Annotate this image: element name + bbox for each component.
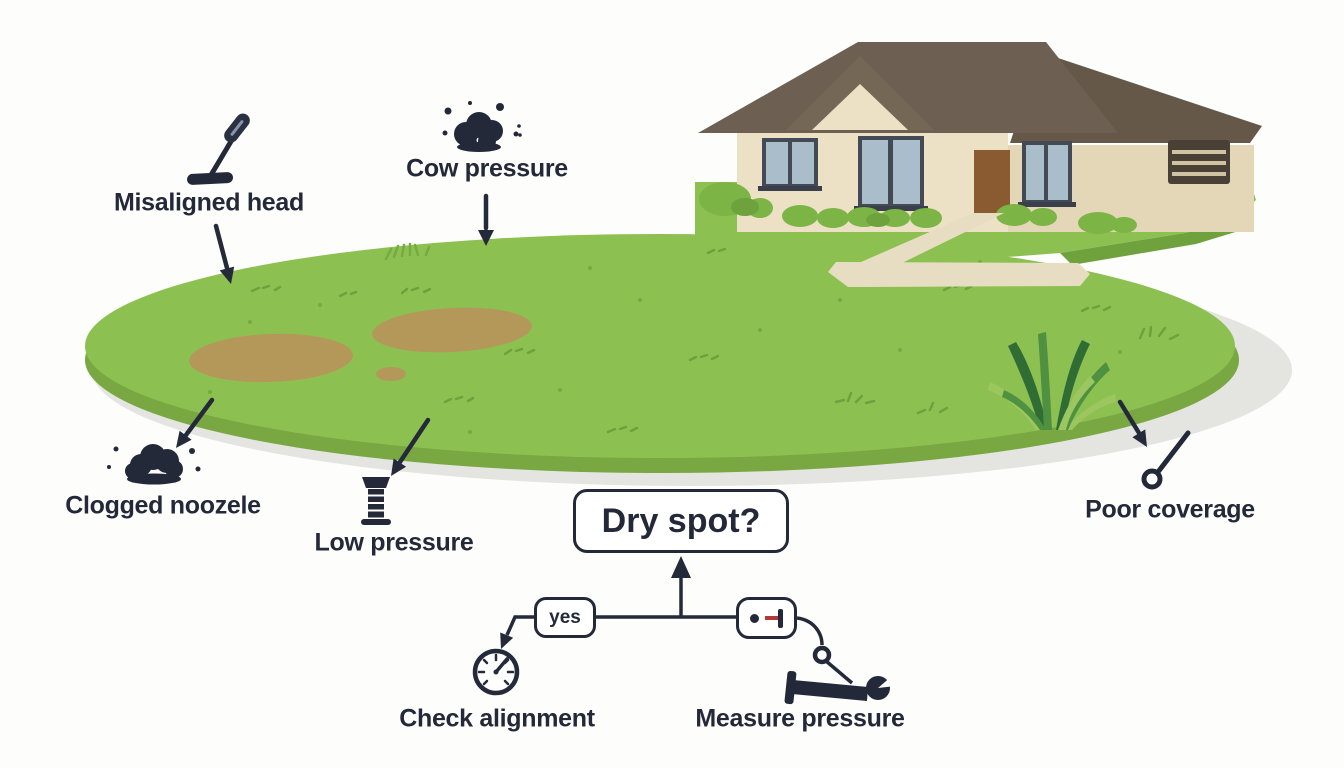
tilted-sprinkler-head-icon — [187, 113, 250, 185]
yes-branch-text: yes — [549, 606, 581, 628]
dash-segment — [765, 616, 778, 620]
arrow-cow-pressure — [478, 193, 494, 246]
edge-grass-tuft — [384, 242, 431, 261]
measure-pressure-label: Measure pressure — [695, 704, 905, 733]
nozzle-pin-icon — [1141, 430, 1191, 490]
gauge-icon — [472, 648, 520, 696]
arrow-misaligned-head — [213, 223, 235, 284]
up-arrowhead — [671, 556, 691, 578]
yes-branch-box: yes — [534, 597, 596, 638]
pipe-wrench-icon — [784, 669, 904, 705]
callout-arrows — [176, 193, 1147, 476]
front-door — [974, 150, 1010, 215]
dry-spot-question-text: Dry spot? — [601, 501, 761, 540]
main-roof — [698, 42, 1118, 133]
dry-spot-question-box: Dry spot? — [573, 489, 789, 553]
dot-dash-icon — [750, 613, 759, 623]
bushes — [699, 182, 1137, 234]
vent-window — [1168, 140, 1230, 184]
yes-arrowhead — [500, 632, 514, 649]
clogged-nozzle-label: Clogged noozele — [65, 491, 261, 520]
no-branch-box — [736, 597, 797, 639]
cow-pressure-label: Cow pressure — [406, 154, 568, 183]
lawn-surface — [85, 234, 1235, 458]
misaligned-head-label: Misaligned head — [114, 188, 304, 217]
poor-coverage-label: Poor coverage — [1085, 495, 1255, 524]
arrow-low-pressure — [391, 417, 431, 476]
dirt-clump-icon — [107, 444, 201, 485]
window-left — [758, 138, 822, 191]
window-tall — [854, 136, 928, 211]
dry-spots — [189, 307, 532, 383]
connector-ring — [812, 645, 832, 665]
arrow-clogged-nozzle — [176, 397, 215, 448]
bar-segment — [778, 608, 783, 628]
window-right — [1018, 141, 1076, 207]
arrow-poor-coverage — [1117, 399, 1147, 447]
dirt-splatter-icon — [442, 101, 522, 152]
walkway-path — [828, 213, 1090, 287]
sprinkler-riser-icon — [361, 477, 391, 525]
grass-specks — [250, 247, 1180, 434]
grass-plant — [988, 332, 1116, 430]
check-alignment-label: Check alignment — [399, 704, 595, 733]
house-illustration — [698, 42, 1262, 234]
low-pressure-label: Low pressure — [314, 528, 474, 557]
gable-inner — [812, 84, 908, 130]
